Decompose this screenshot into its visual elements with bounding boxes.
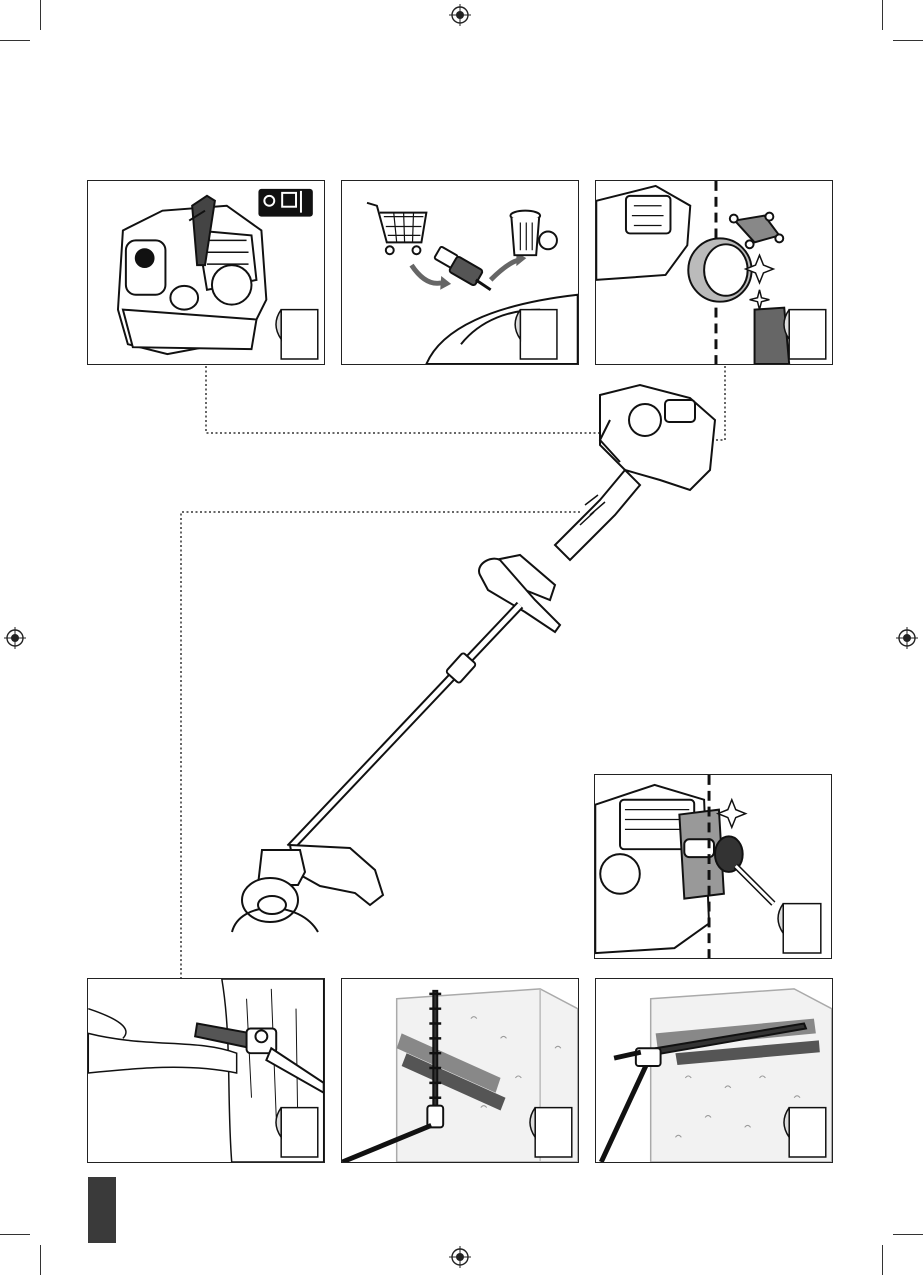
panel-hedge-vertical: [341, 978, 579, 1163]
panel-air-filter-clean: [595, 180, 833, 365]
page-curl-icon: [276, 1108, 318, 1157]
page-curl-icon: [778, 904, 821, 953]
panel-hedge-horizontal: [595, 978, 833, 1163]
panel-spark-plug-replace: [341, 180, 579, 365]
panel-muffler-brush: [594, 774, 832, 959]
panel-pole-saw: [87, 978, 325, 1163]
panel-engine-choke: [87, 180, 325, 365]
language-tab: [88, 1177, 116, 1243]
choke-symbol-icon: [258, 189, 312, 217]
page-curl-icon: [784, 310, 826, 359]
engine-icon: [118, 206, 266, 354]
page-curl-icon: [515, 310, 557, 359]
sparkle-icon: [718, 800, 746, 828]
page-curl-icon: [784, 1108, 826, 1157]
page-curl-icon: [276, 310, 318, 359]
shopping-cart-icon: [367, 203, 426, 254]
page-curl-icon: [530, 1108, 572, 1157]
air-filter-icon: [688, 213, 783, 302]
trash-bin-icon: [510, 211, 556, 256]
